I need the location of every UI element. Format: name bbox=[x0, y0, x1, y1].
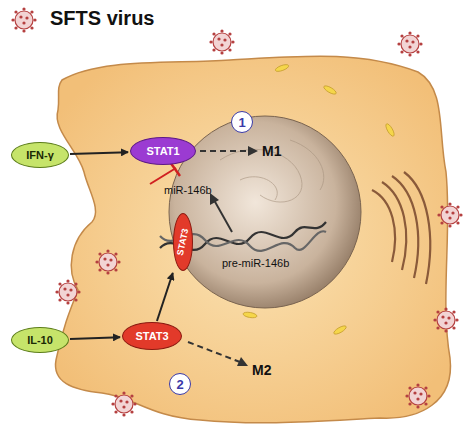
node-text: IL-10 bbox=[27, 334, 53, 346]
mirna-label: miR-146b bbox=[164, 184, 212, 196]
node-text: IFN-γ bbox=[26, 149, 54, 161]
cell-body bbox=[55, 56, 450, 423]
signal-arrow bbox=[157, 273, 173, 321]
pre-mirna-label: pre-miR-146b bbox=[222, 257, 289, 269]
cytokine-oval: IL-10 bbox=[11, 327, 69, 353]
title-label: SFTS virus bbox=[50, 7, 154, 30]
node-text: STAT1 bbox=[146, 145, 179, 157]
endoplasmic-reticulum bbox=[372, 172, 430, 284]
signal-arrow bbox=[70, 337, 120, 339]
stat3-oval: STAT3 bbox=[122, 322, 182, 350]
nucleus bbox=[169, 116, 361, 308]
m1-arrowhead bbox=[248, 146, 258, 156]
node-text: STAT3 bbox=[175, 228, 190, 257]
stat3-dna-oval: STAT3 bbox=[173, 213, 193, 271]
virus-particles bbox=[11, 7, 462, 416]
organelles bbox=[243, 63, 396, 335]
phenotype-label: M2 bbox=[252, 362, 271, 378]
callout-circle: 1 bbox=[231, 111, 253, 133]
node-text: 2 bbox=[176, 377, 183, 392]
signal-arrow bbox=[70, 152, 128, 154]
stat1-oval: STAT1 bbox=[130, 137, 196, 165]
m2-dashed-arrow bbox=[188, 342, 240, 362]
m2-arrowhead bbox=[237, 357, 248, 366]
node-text: STAT3 bbox=[135, 330, 168, 342]
callout-circle: 2 bbox=[169, 373, 191, 395]
node-text: 1 bbox=[238, 115, 245, 130]
m1-dashed-arrow bbox=[200, 150, 250, 152]
transcription-arrow bbox=[214, 200, 232, 232]
inhibition-line bbox=[150, 168, 176, 184]
cytokine-oval: IFN-γ bbox=[11, 142, 69, 168]
phenotype-label: M1 bbox=[262, 143, 281, 159]
chromatin bbox=[220, 140, 324, 202]
